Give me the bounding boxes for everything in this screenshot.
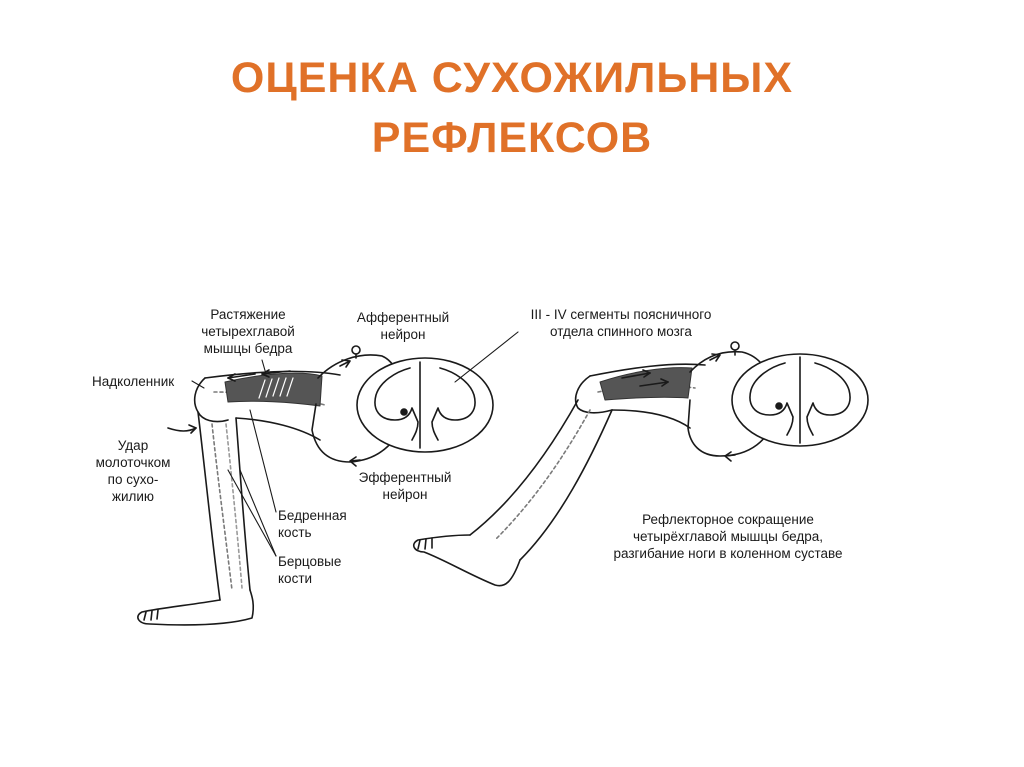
label-line: кость	[278, 525, 312, 540]
femur-leader	[249, 409, 277, 513]
label-line: Берцовые	[278, 554, 342, 569]
leader-lines	[191, 331, 519, 557]
label-line: Удар	[117, 438, 149, 453]
left-quadriceps-muscle	[224, 372, 323, 407]
right-contraction-arrow-1	[621, 372, 651, 379]
label-line: нейрон	[382, 487, 428, 502]
left-tibia-bone	[211, 423, 233, 591]
right-afferent-ganglion	[730, 341, 740, 351]
label-line: Эфферентный	[358, 470, 452, 485]
left-stretch-arrow-1-head	[227, 373, 236, 382]
label-spinal-segments: III - IV сегменты поясничного отдела спи…	[498, 306, 744, 340]
left-thigh-lower-outline	[235, 417, 321, 441]
right-shin-upper	[469, 399, 579, 536]
title-line-1: ОЦЕНКА СУХОЖИЛЬНЫХ	[230, 54, 794, 102]
label-line: Бедренная	[278, 508, 347, 523]
tibia-leader-1	[227, 469, 277, 557]
right-contraction-arrow-2-head	[660, 378, 669, 387]
label-line: Надколенник	[92, 374, 175, 389]
segments-leader	[454, 331, 519, 383]
right-thigh-upper-outline	[589, 363, 706, 377]
right-tibia-bone	[494, 409, 591, 541]
label-line: Афферентный	[356, 310, 450, 325]
left-spinal-cord-section	[356, 357, 494, 453]
title-line-2: РЕФЛЕКСОВ	[371, 114, 653, 162]
tibia-leader-2	[239, 469, 277, 557]
label-line: жилию	[111, 489, 155, 504]
label-efferent-neuron: Эфферентный нейрон	[340, 469, 470, 503]
right-quadriceps-muscle	[599, 367, 693, 401]
right-leg-figure	[412, 341, 869, 587]
label-line: разгибание ноги в коленном суставе	[613, 546, 843, 561]
left-fibula-bone	[225, 423, 243, 589]
right-afferent-arrow	[709, 353, 721, 362]
slide-title: ОЦЕНКА СУХОЖИЛЬНЫХ РЕФЛЕКСОВ	[0, 48, 1024, 168]
hammer-tap-arrow-head	[188, 424, 197, 434]
left-knee-outline	[193, 377, 229, 423]
kneecap-leader	[191, 380, 205, 389]
right-shin-lower	[519, 409, 613, 561]
left-efferent-arrow	[349, 456, 361, 467]
right-thigh-lower-outline	[611, 409, 691, 429]
right-toes	[417, 537, 433, 550]
left-stretch-arrow-2	[261, 370, 291, 375]
right-contraction-arrow-1-head	[642, 369, 651, 378]
label-line: по сухо-	[107, 472, 159, 487]
left-muscle-stretch-hatching	[258, 377, 294, 399]
label-line: кости	[278, 571, 313, 586]
left-leg-figure	[137, 345, 494, 626]
label-reflex-contraction: Рефлекторное сокращение четырёхглавой мы…	[578, 511, 878, 562]
left-foot	[137, 589, 255, 626]
label-kneecap: Надколенник	[92, 373, 174, 390]
stretch-leader	[261, 359, 267, 375]
label-afferent-neuron: Афферентный нейрон	[336, 309, 470, 343]
hammer-tap-arrow	[167, 427, 197, 432]
left-stretch-arrow-1	[227, 373, 256, 379]
label-line: нейрон	[380, 327, 426, 342]
right-efferent-arrow	[724, 451, 736, 462]
right-contraction-arrow-2	[639, 381, 669, 387]
left-thigh-upper-outline	[204, 370, 341, 379]
left-toes	[143, 609, 159, 621]
label-line: молоточком	[95, 455, 171, 470]
left-afferent-arrow	[339, 359, 351, 368]
label-femur: Бедренная кость	[278, 507, 347, 541]
left-shin-front	[197, 411, 221, 601]
label-quadriceps-stretch: Растяжение четырехглавой мышцы бедра	[178, 306, 318, 357]
label-line: Рефлекторное сокращение	[642, 512, 814, 527]
right-knee-outline	[574, 375, 613, 414]
label-line: отдела спинного мозга	[550, 324, 692, 339]
left-shin-back	[235, 417, 251, 591]
label-line: четырёхглавой мышцы бедра,	[632, 529, 823, 544]
label-hammer-tap: Удар молоточком по сухо- жилию	[88, 437, 178, 505]
label-line: III - IV сегменты поясничного	[530, 307, 712, 322]
label-line: мышцы бедра	[203, 341, 293, 356]
label-tibia: Берцовые кости	[278, 553, 341, 587]
right-spinal-cord-section	[731, 353, 869, 447]
label-line: четырехглавой	[201, 324, 295, 339]
left-afferent-ganglion	[351, 345, 361, 355]
right-foot	[412, 534, 521, 587]
label-line: Растяжение	[210, 307, 286, 322]
